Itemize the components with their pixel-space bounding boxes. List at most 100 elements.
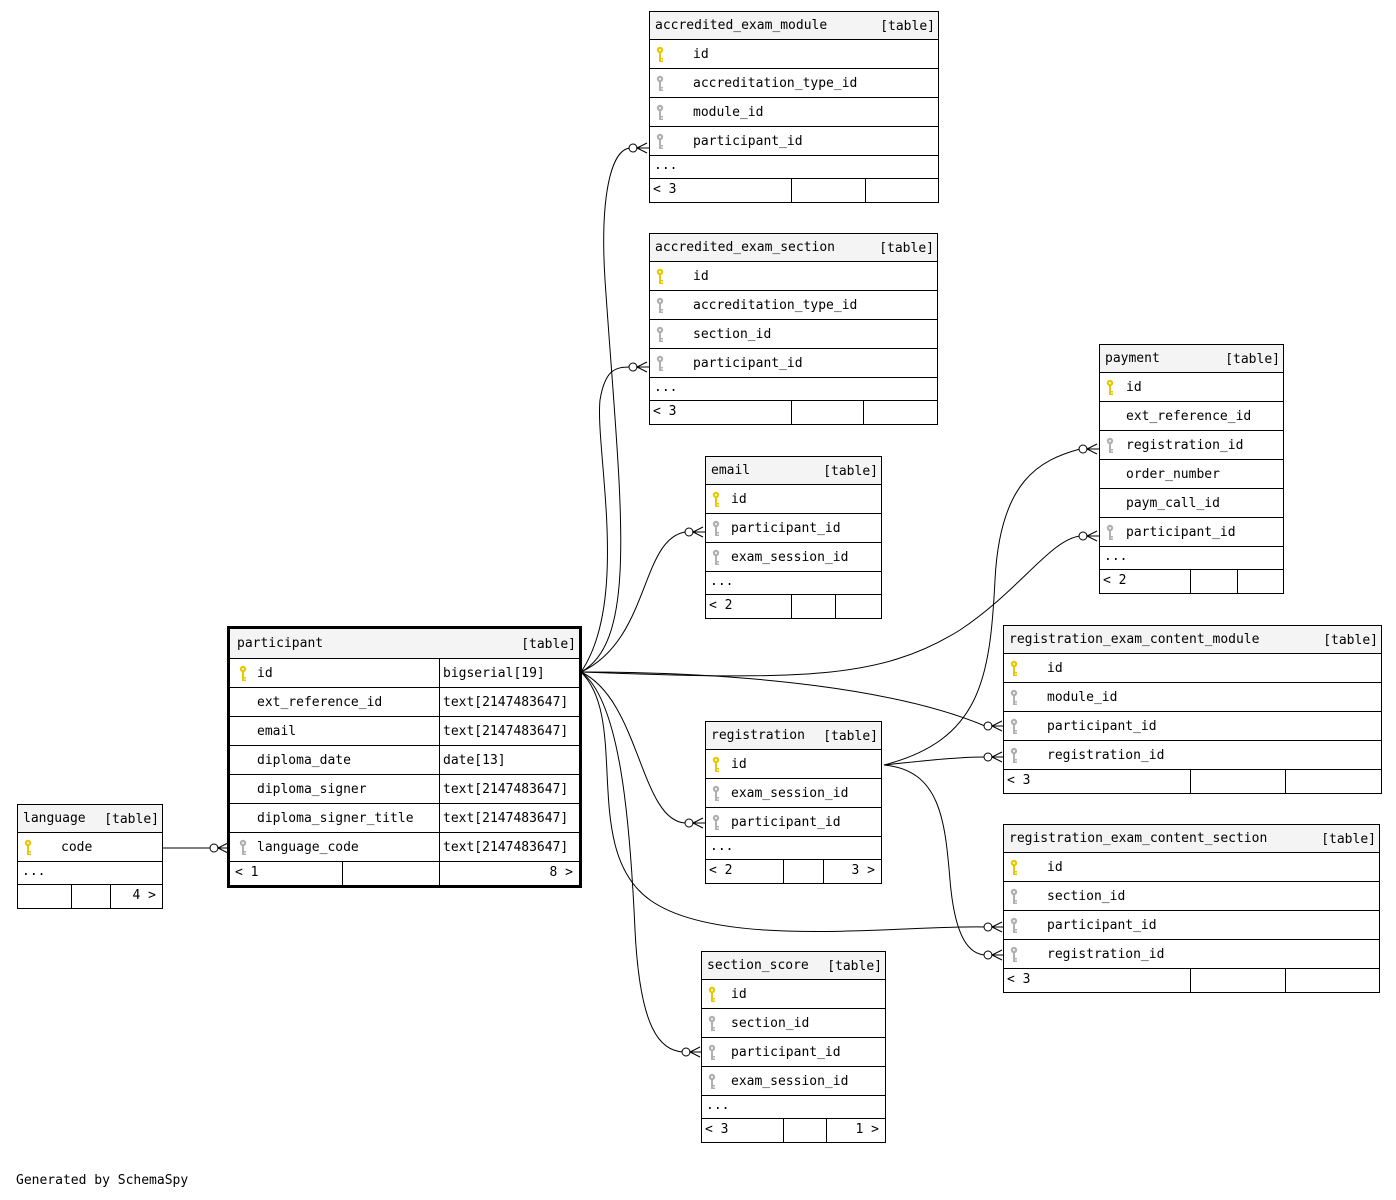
edge-participant-accredited-exam-section — [580, 366, 631, 673]
column-icon — [239, 752, 249, 769]
table-type: [table] — [880, 19, 935, 34]
footer-parents[interactable]: < 3 — [1004, 969, 1191, 992]
column-row[interactable]: id — [1100, 373, 1283, 402]
table-type: [table] — [823, 729, 878, 744]
edge-participant-registration — [580, 671, 686, 824]
table-payment[interactable]: payment [table] id ext_reference_id regi… — [1099, 344, 1284, 594]
table-accredited-exam-section[interactable]: accredited_exam_section [table] id accre… — [649, 233, 938, 425]
column-icon — [1106, 408, 1116, 425]
edge-end-marker — [209, 843, 219, 853]
column-row[interactable]: accreditation_type_id — [650, 291, 937, 320]
column-row[interactable]: id — [650, 40, 938, 69]
footer-children[interactable]: 3 > — [851, 863, 875, 878]
foreign-key-icon — [1010, 689, 1020, 706]
column-row[interactable]: order_number — [1100, 460, 1283, 489]
column-row[interactable]: participant_id — [706, 514, 881, 543]
column-row[interactable]: exam_session_id — [706, 543, 881, 572]
column-row[interactable]: id — [702, 980, 885, 1009]
table-name: registration_exam_content_section — [1009, 831, 1268, 846]
column-icon — [239, 781, 249, 798]
more-columns: ... — [702, 1096, 885, 1119]
foreign-key-icon — [708, 1015, 718, 1032]
column-row[interactable]: participant_id — [1004, 911, 1379, 940]
table-registration-exam-content-module[interactable]: registration_exam_content_module [table]… — [1003, 625, 1382, 794]
primary-key-icon — [1106, 379, 1116, 396]
footer-middle — [1191, 570, 1238, 593]
footer-parents[interactable]: < 3 — [1004, 770, 1191, 793]
footer-children[interactable]: 4 > — [132, 888, 156, 903]
column-row[interactable]: id — [706, 750, 881, 779]
more-columns: ... — [706, 837, 881, 860]
footer-parents[interactable]: < 3 — [702, 1119, 784, 1142]
more-columns: ... — [706, 572, 881, 595]
column-name: id — [1047, 860, 1063, 875]
crowfoot-marker — [688, 1046, 702, 1058]
column-name: id — [693, 269, 709, 284]
column-row[interactable]: exam_session_id — [706, 779, 881, 808]
column-row[interactable]: participant_id — [650, 349, 937, 378]
column-row[interactable]: paym_call_id — [1100, 489, 1283, 518]
column-name: module_id — [693, 105, 764, 120]
column-row[interactable]: registration_id — [1004, 940, 1379, 969]
footer-parents[interactable]: < 3 — [650, 401, 792, 424]
footer-parents[interactable]: < 2 — [706, 595, 792, 618]
table-language[interactable]: language [table] code ... 4 > — [17, 804, 163, 909]
column-row[interactable]: section_id — [1004, 882, 1379, 911]
column-row[interactable]: code — [18, 833, 162, 862]
table-accredited-exam-module[interactable]: accredited_exam_module [table] id accred… — [649, 11, 939, 203]
column-row[interactable]: ext_reference_id — [1100, 402, 1283, 431]
column-row[interactable]: participant_id — [1004, 712, 1381, 741]
column-row[interactable]: registration_id — [1100, 431, 1283, 460]
column-name: language_code — [257, 840, 359, 855]
edge-participant-email — [580, 531, 686, 673]
column-row[interactable]: id — [650, 262, 937, 291]
column-row[interactable]: id — [1004, 654, 1381, 683]
column-type: date[13] — [443, 753, 506, 768]
column-name: section_id — [731, 1016, 810, 1031]
footer-middle — [72, 885, 111, 908]
column-row[interactable]: id — [706, 485, 881, 514]
foreign-key-icon — [1010, 917, 1020, 934]
table-name: email — [711, 463, 751, 478]
column-row[interactable]: participant_id — [702, 1038, 885, 1067]
column-row[interactable]: section_id — [702, 1009, 885, 1038]
footer-children[interactable]: 1 > — [855, 1122, 879, 1137]
column-row[interactable]: registration_id — [1004, 741, 1381, 770]
footer-parents[interactable]: < 1 — [230, 862, 343, 885]
table-registration[interactable]: registration [table] id exam_session_id … — [705, 721, 882, 884]
column-row[interactable]: participant_id — [706, 808, 881, 837]
table-registration-exam-content-section[interactable]: registration_exam_content_section [table… — [1003, 824, 1380, 993]
footer-parents[interactable]: < 2 — [706, 860, 784, 883]
table-email[interactable]: email [table] id participant_id exam_ses… — [705, 456, 882, 619]
column-icon — [239, 723, 249, 740]
table-header: payment [table] — [1100, 345, 1283, 373]
footer-parents[interactable]: < 2 — [1100, 570, 1191, 593]
column-row[interactable]: participant_id — [1100, 518, 1283, 547]
edge-participant-section-score — [580, 671, 684, 1053]
column-row[interactable]: id — [1004, 853, 1379, 882]
column-row[interactable]: section_id — [650, 320, 937, 349]
table-type: [table] — [823, 464, 878, 479]
footer-children[interactable]: 8 > — [549, 865, 573, 880]
crowfoot-marker — [635, 142, 650, 154]
column-row[interactable]: exam_session_id — [702, 1067, 885, 1096]
footer-children — [1238, 570, 1283, 593]
column-row[interactable]: module_id — [650, 98, 938, 127]
footer-middle — [784, 1119, 827, 1142]
column-row[interactable]: accreditation_type_id — [650, 69, 938, 98]
column-row[interactable]: participant_id — [650, 127, 938, 156]
footer-parents[interactable]: < 3 — [650, 179, 792, 202]
table-section-score[interactable]: section_score [table] id section_id part… — [701, 951, 886, 1143]
table-header: accredited_exam_section [table] — [650, 234, 937, 262]
table-header: registration [table] — [706, 722, 881, 750]
column-row[interactable]: module_id — [1004, 683, 1381, 712]
